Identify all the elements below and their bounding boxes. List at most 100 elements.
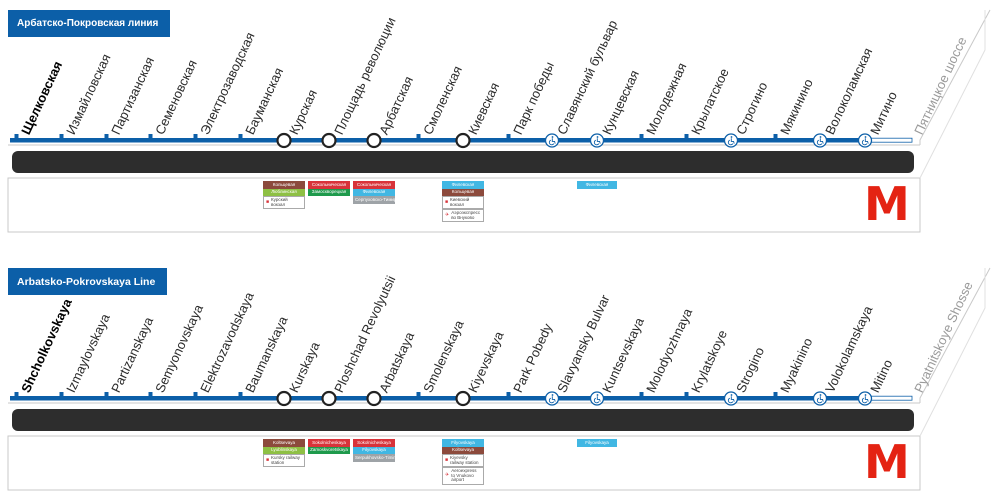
station-tick	[148, 134, 153, 139]
station-tick	[684, 134, 689, 139]
transfer-note: ■Курский вокзал	[263, 196, 305, 209]
transfer-group-kuntsevskaya: Filyovskaya	[577, 439, 617, 447]
transfer-strip-frame	[7, 177, 921, 233]
accessible-wheel	[727, 139, 734, 146]
accessible-body	[730, 138, 735, 144]
accessible-wheel	[548, 139, 555, 146]
line-diagram	[7, 267, 991, 491]
frame-diagonal	[919, 10, 986, 179]
accessible-wheel	[861, 139, 868, 146]
station-tick	[416, 392, 421, 397]
station-tick	[506, 392, 511, 397]
interchange-marker	[276, 390, 292, 407]
accessible-icon	[723, 133, 739, 148]
transfer-group-arbatskaya: СокольническаяФилевскаяСерпуховско-Тимир…	[353, 181, 395, 204]
accessible-body	[730, 396, 735, 402]
accessible-wheel	[548, 397, 555, 404]
accessible-wheel	[593, 139, 600, 146]
accessible-body	[819, 396, 824, 402]
accessible-wheel	[816, 139, 823, 146]
accessible-head	[819, 394, 822, 396]
transfer-badge: Люблинская	[263, 188, 305, 196]
line-diagram	[7, 9, 991, 233]
transfer-group-kuntsevskaya: Филевская	[577, 181, 617, 189]
accessible-head	[596, 394, 599, 396]
transfer-note: ✈Аэроэкспресс во Внуково	[442, 209, 484, 222]
accessible-wheel	[816, 397, 823, 404]
interchange-marker	[366, 390, 382, 407]
station-tick	[416, 134, 421, 139]
station-tick	[639, 392, 644, 397]
metro-logo-icon: M	[864, 177, 910, 231]
station-tick	[14, 392, 19, 397]
transfer-badge: Filyovskaya	[577, 439, 617, 447]
train-icon: ■	[445, 457, 449, 463]
frame-diagonal	[919, 267, 991, 403]
accessible-head	[864, 136, 867, 138]
accessible-head	[596, 136, 599, 138]
station-tick	[59, 392, 64, 397]
accessible-icon	[812, 391, 828, 406]
plane-icon: ✈	[445, 472, 450, 479]
train-icon: ■	[266, 199, 270, 205]
station-tick	[639, 134, 644, 139]
transfer-badge: Filyovskaya	[442, 439, 484, 447]
platform-bar	[12, 151, 914, 173]
station-tick	[684, 392, 689, 397]
accessible-icon	[544, 391, 560, 406]
line-track	[10, 138, 865, 143]
transfer-note: ✈Aeroexpress to Vnukovo airport	[442, 467, 484, 485]
transfer-badge: Filyovskaya	[353, 446, 395, 454]
transfer-badge: Серпуховско-Тимирязевская	[353, 196, 395, 204]
transfer-note-text: Kiyevsky railway station	[450, 455, 479, 465]
station-tick	[59, 134, 64, 139]
line-track	[10, 396, 865, 401]
interchange-marker	[366, 132, 382, 149]
interchange-marker	[276, 132, 292, 149]
interchange-marker	[321, 390, 337, 407]
metro-logo-icon: M	[864, 435, 910, 489]
transfer-badge: Zamoskvoretskaya	[308, 446, 350, 454]
accessible-head	[819, 136, 822, 138]
station-tick	[238, 134, 243, 139]
transfer-badge: Кольцевая	[263, 181, 305, 189]
platform-bar	[12, 409, 914, 431]
transfer-note: ■Kiyevsky railway station	[442, 454, 484, 467]
station-tick	[104, 392, 109, 397]
interchange-marker	[321, 132, 337, 149]
transfer-badge: Koltsevaya	[263, 439, 305, 447]
transfer-note-text: Аэроэкспресс во Внуково	[451, 210, 481, 220]
transfer-badge: Lyublinskaya	[263, 446, 305, 454]
transfer-note-text: Курский вокзал	[271, 197, 288, 207]
accessible-wheel	[593, 397, 600, 404]
transfer-badge: Serpukhovsko-Timiryazevskaya	[353, 454, 395, 462]
transfer-badge: Замоскворецкая	[308, 188, 350, 196]
station-tick	[238, 392, 243, 397]
accessible-icon	[857, 133, 873, 148]
accessible-icon	[723, 391, 739, 406]
station-tick	[506, 134, 511, 139]
transfer-note: ■Kursky railway station	[263, 454, 305, 467]
accessible-head	[864, 394, 867, 396]
line-title: Arbatsko-Pokrovskaya Line	[8, 268, 168, 295]
transfer-badge: Филевская	[577, 181, 617, 189]
transfer-badge: Koltsevaya	[442, 446, 484, 454]
accessible-head	[730, 394, 733, 396]
accessible-wheel	[861, 397, 868, 404]
accessible-body	[864, 138, 869, 144]
train-icon: ■	[445, 199, 449, 205]
accessible-head	[551, 136, 554, 138]
transfer-note-text: Aeroexpress to Vnukovo airport	[451, 468, 477, 482]
accessible-body	[551, 396, 556, 402]
accessible-head	[730, 136, 733, 138]
transfer-badge: Кольцевая	[442, 188, 484, 196]
station-tick	[14, 134, 19, 139]
